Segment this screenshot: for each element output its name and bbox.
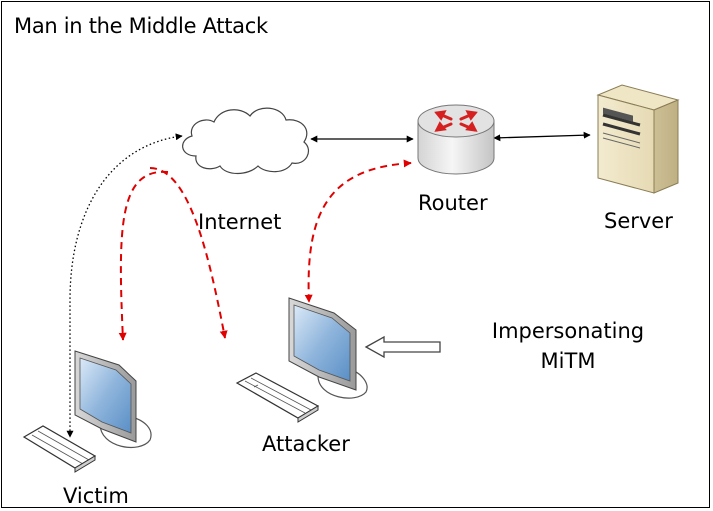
server-label: Server <box>604 209 673 233</box>
attacker-computer-icon <box>235 297 368 423</box>
victim-internet-link <box>66 133 183 438</box>
router-icon <box>417 104 495 175</box>
attack-path-internet-attacker <box>149 167 228 339</box>
impersonating-mitm-label: Impersonating MiTM <box>480 316 656 376</box>
internet-label: Internet <box>198 210 282 234</box>
victim-computer-icon <box>22 350 152 473</box>
internet-cloud-icon <box>182 107 309 175</box>
impersonating-label-line2: MiTM <box>540 349 596 373</box>
attack-path-internet-victim <box>118 170 169 341</box>
diagram-title: Man in the Middle Attack <box>14 14 268 38</box>
impersonation-left-arrow-icon <box>364 335 441 359</box>
impersonating-label-line1: Impersonating <box>491 319 645 343</box>
router-server-link <box>493 131 591 142</box>
server-tower-icon <box>596 84 680 194</box>
attacker-label: Attacker <box>262 432 350 456</box>
victim-label: Victim <box>63 484 129 508</box>
attack-path-router-attacker <box>304 159 412 303</box>
router-label: Router <box>418 191 488 215</box>
